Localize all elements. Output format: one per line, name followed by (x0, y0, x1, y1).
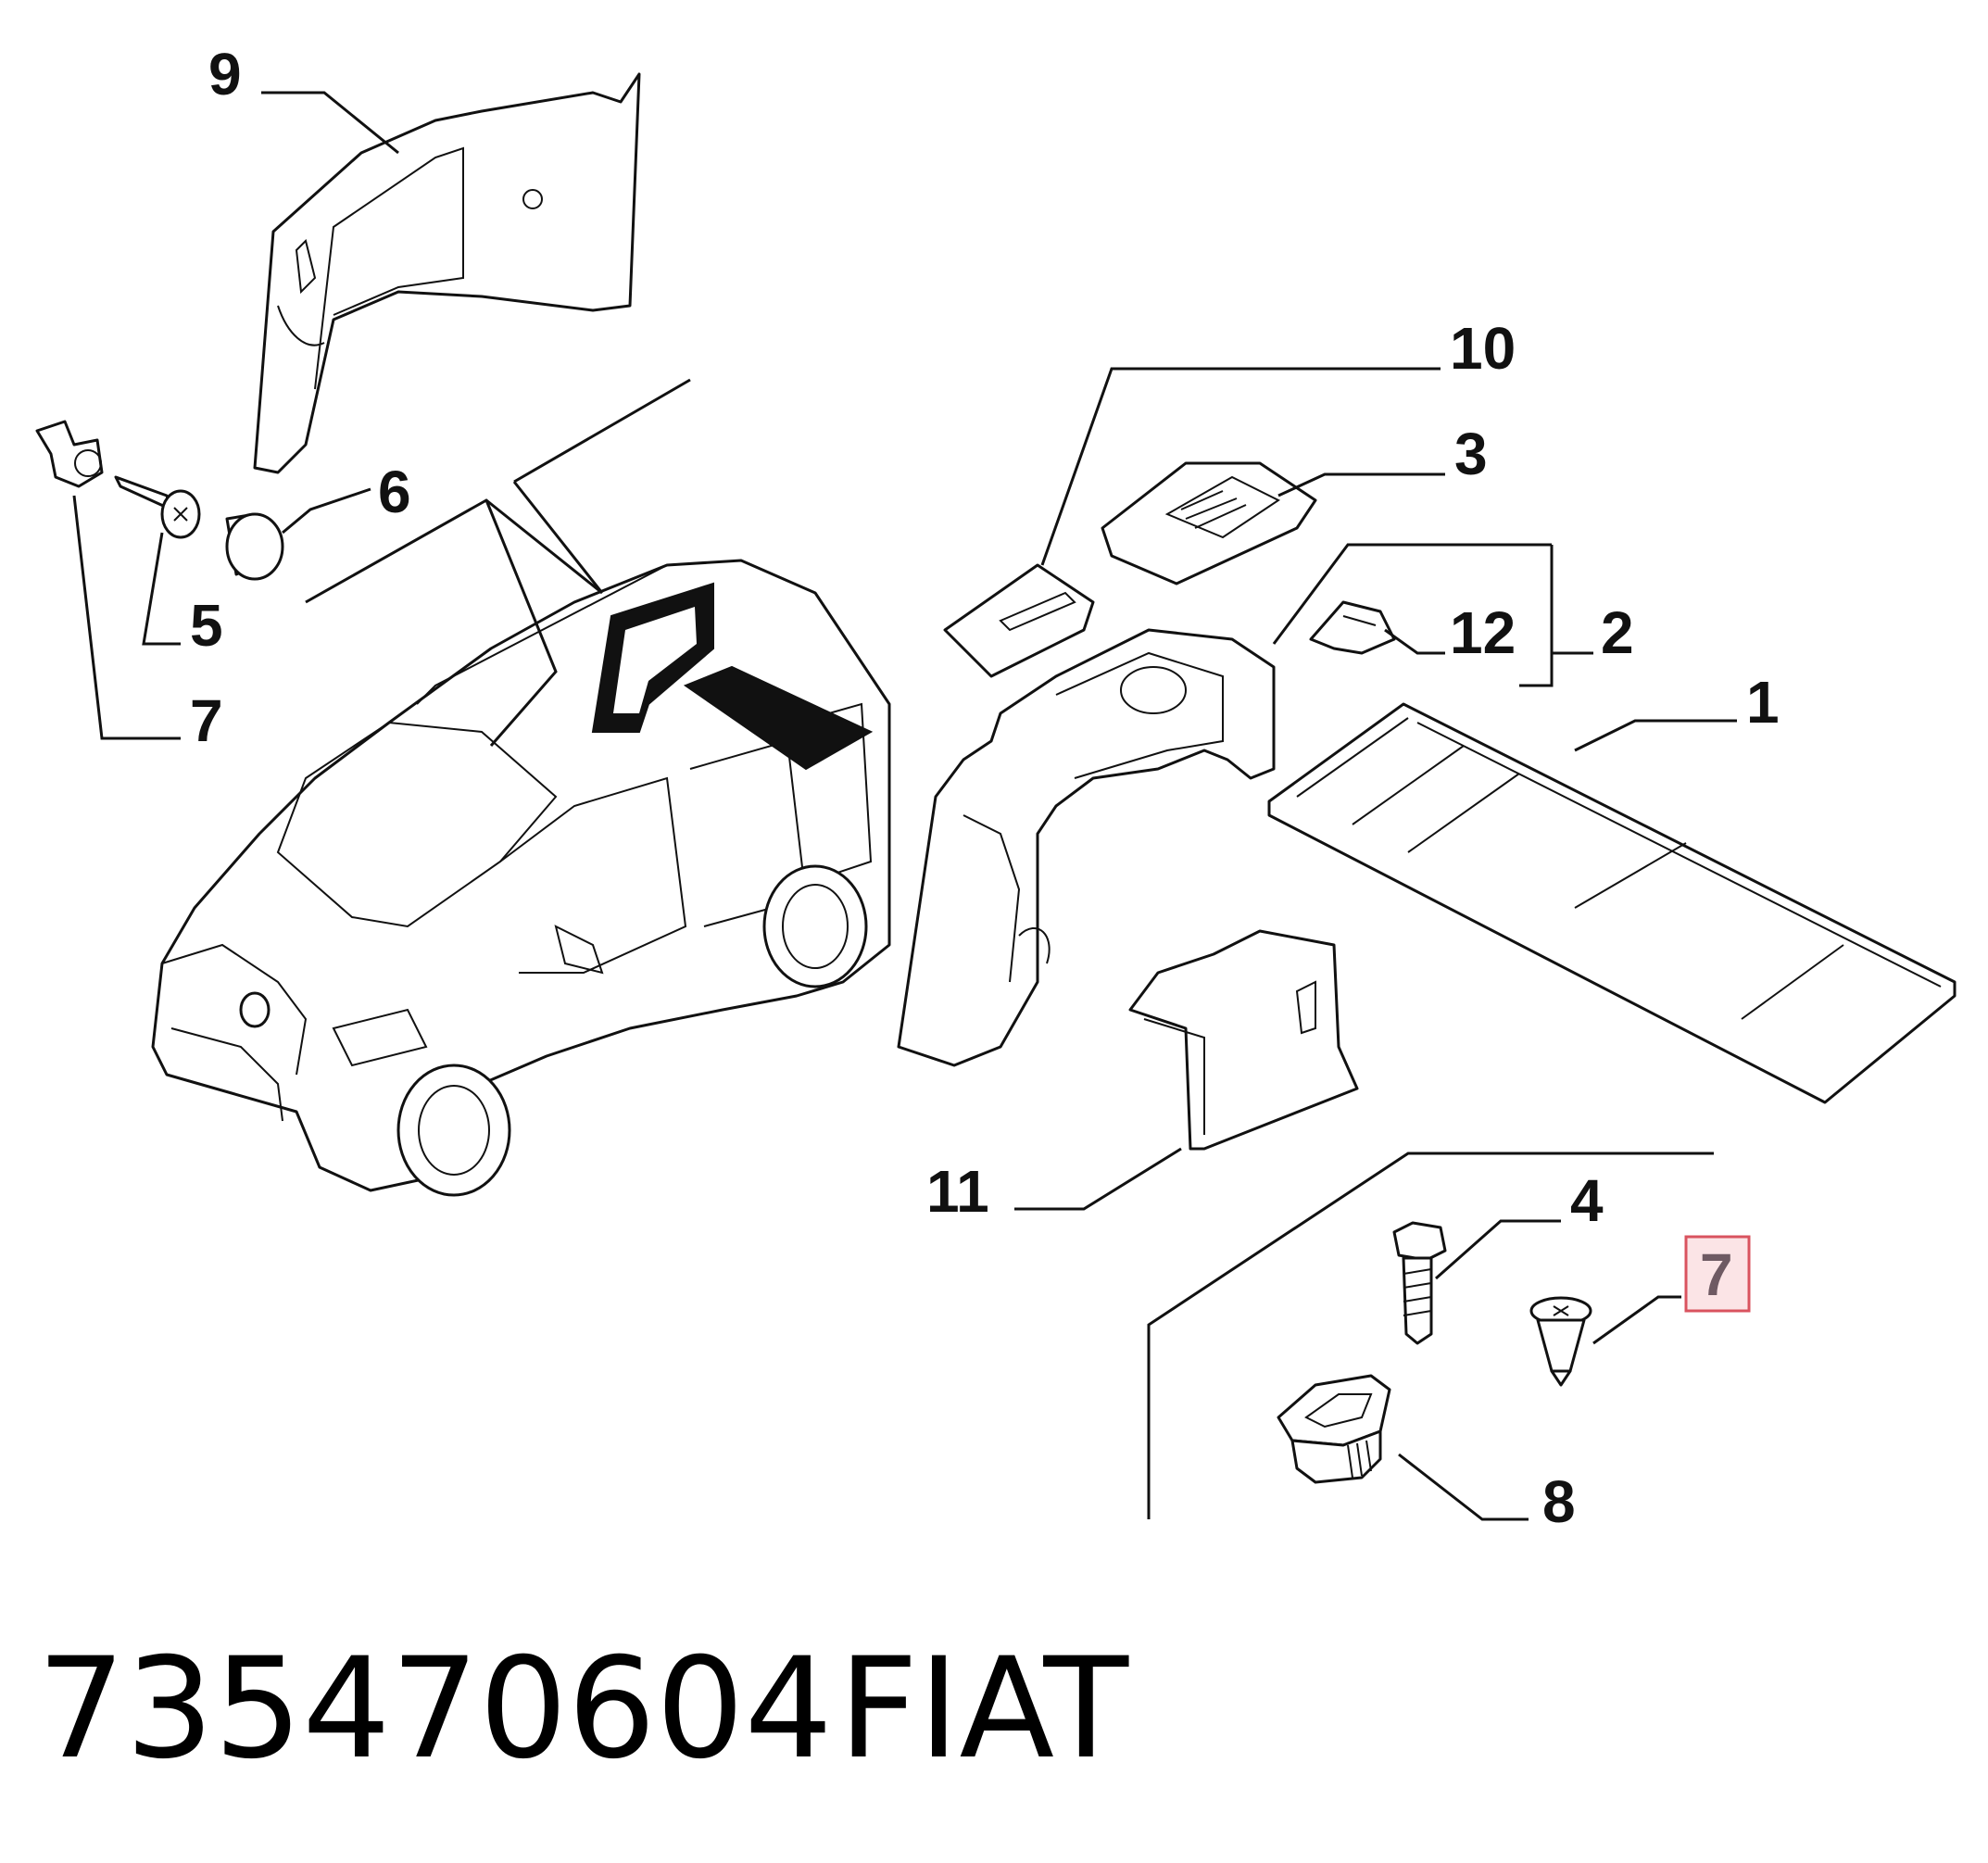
part-10-cover (943, 563, 1095, 678)
part-9-quarter-trim-panel (253, 72, 641, 474)
callout-6: 6 (378, 459, 411, 525)
hatched-area (683, 665, 874, 771)
part-5-screw (114, 475, 201, 539)
callout-7-right: 7 (1700, 1241, 1733, 1308)
callout-8: 8 (1542, 1468, 1576, 1535)
part-7-push-clip-left (35, 420, 104, 488)
part-12-bracket (1309, 600, 1396, 655)
callout-leaders (72, 91, 1737, 1521)
vehicle-illustration (151, 559, 891, 1197)
part-3-lid (1101, 461, 1317, 585)
part-4-bolt (1392, 1221, 1447, 1345)
callout-3: 3 (1454, 421, 1488, 487)
part-7-push-clip-right (1529, 1296, 1592, 1387)
callout-5: 5 (190, 592, 223, 659)
callout-9: 9 (208, 41, 242, 107)
callout-2: 2 (1601, 599, 1634, 666)
brand-name: FIAT (838, 1629, 1129, 1790)
callout-1: 1 (1746, 669, 1780, 736)
callout-10: 10 (1450, 315, 1516, 382)
callout-7-left: 7 (190, 687, 223, 754)
highlight-box (1684, 1235, 1751, 1313)
callout-11: 11 (926, 1158, 989, 1225)
part-1-parcel-shelf (1267, 702, 1957, 1104)
part-6-cap (225, 512, 284, 581)
callout-4: 4 (1570, 1167, 1604, 1234)
part-8-grommet (1277, 1374, 1391, 1484)
part-2-side-trim (897, 628, 1276, 1067)
vehicle-leader-lines (305, 378, 691, 747)
part-number: 735470604 (37, 1629, 833, 1790)
group-bracket-lower (1147, 1152, 1714, 1519)
part-11-lower-trim (1128, 929, 1359, 1151)
callout-12: 12 (1450, 599, 1516, 666)
